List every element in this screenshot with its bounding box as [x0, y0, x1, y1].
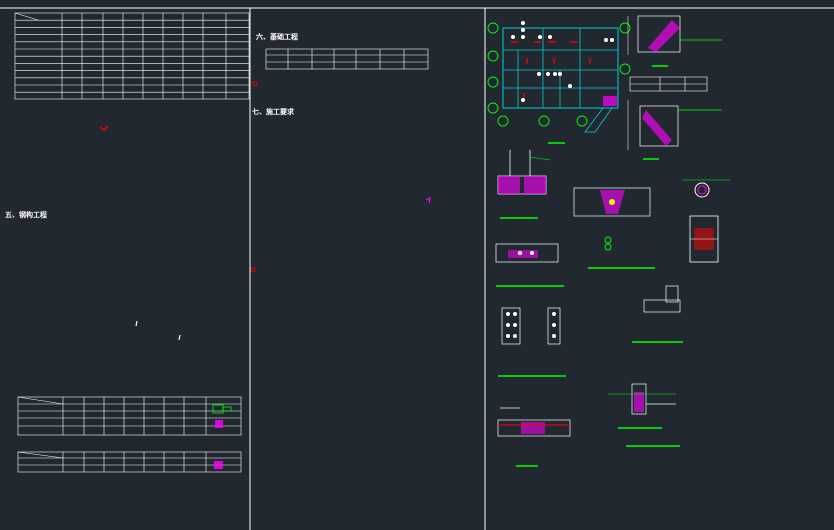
section7-heading: 七、施工要求 — [252, 108, 294, 116]
bolt-group-detail — [498, 307, 566, 377]
stair-connection-detail — [608, 383, 680, 447]
connection-detail-right — [632, 285, 683, 343]
material-table-bottom-1 — [17, 396, 242, 436]
table-icons-1 — [212, 404, 232, 428]
base-plate-detail-bottom — [497, 407, 571, 467]
section5-heading: 五、钢构工程 — [5, 211, 47, 219]
foundation-table — [265, 48, 429, 70]
red-marker-3 — [250, 267, 256, 272]
bolt-plate-detail-1 — [495, 243, 564, 287]
column-base-detail — [497, 150, 551, 219]
tick-mark-1 — [135, 320, 138, 327]
detail-section-top — [627, 15, 722, 92]
section6-heading: 六、基础工程 — [256, 33, 298, 41]
foundation-plan — [487, 21, 631, 144]
drawing-frame — [0, 7, 834, 530]
pipe-section-detail — [682, 179, 730, 263]
table-icon-2 — [214, 461, 223, 469]
tick-mark-2 — [178, 334, 181, 341]
material-table-top-left — [14, 12, 250, 100]
red-marker-2 — [252, 81, 258, 86]
material-table-bottom-2 — [17, 451, 242, 473]
detail-section-2 — [627, 100, 722, 160]
red-marker-1 — [99, 125, 109, 131]
beam-splice-detail — [573, 187, 655, 269]
magenta-marker — [425, 196, 431, 204]
